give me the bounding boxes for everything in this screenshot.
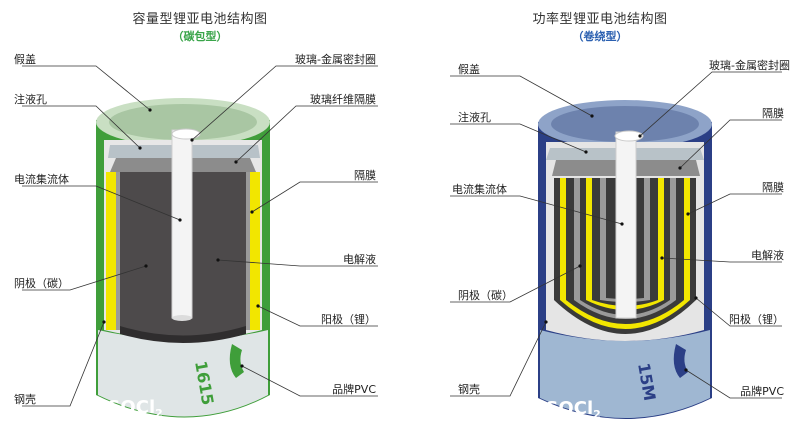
right-label-separator-top: 隔膜: [762, 107, 784, 120]
left-logo-icon: [229, 344, 244, 378]
right-label-steel-shell: 钢壳: [458, 383, 480, 396]
right-chem-text: -SOCl2: [538, 398, 601, 421]
right-label-fill-hole: 注液孔: [458, 111, 491, 124]
left-label-fake-cap: 假盖: [14, 53, 36, 66]
left-label-anode: 阳极（锂）: [321, 313, 376, 326]
left-pvc-band: [98, 330, 268, 417]
right-label-current-collector: 电流集流体: [452, 183, 507, 196]
right-glass-seal: [614, 130, 644, 142]
left-label-glass-seal: 玻璃-金属密封圈: [295, 53, 376, 66]
right-title: 功率型锂亚电池结构图: [532, 12, 668, 27]
right-label-anode: 阳极（锂）: [729, 313, 784, 326]
left-label-cathode: 阴极（碳）: [14, 277, 69, 290]
left-label-current-collector: 电流集流体: [14, 173, 69, 186]
left-label-pvc: 品牌PVC: [332, 383, 376, 396]
right-label-fake-cap: 假盖: [458, 63, 480, 76]
bobbin-battery-diagram: 1615 -SOCl2: [22, 65, 378, 420]
left-label-steel-shell: 钢壳: [14, 393, 36, 406]
right-label-glass-seal: 玻璃-金属密封圈: [709, 59, 790, 72]
right-label-separator: 隔膜: [762, 181, 784, 194]
left-glass-seal: [171, 128, 201, 140]
left-label-glass-fiber-separator: 玻璃纤维隔膜: [310, 93, 376, 106]
left-label-fill-hole: 注液孔: [14, 93, 47, 106]
left-leader-lines: [22, 65, 378, 407]
left-chem-text: -SOCl2: [100, 397, 163, 420]
right-current-collector: [615, 131, 637, 319]
right-label-pvc: 品牌PVC: [740, 385, 784, 398]
left-anode-strip-r: [250, 172, 260, 330]
spiral-battery-diagram: 15M -SOCl2: [450, 71, 782, 421]
left-subtitle: （碳包型）: [172, 30, 228, 43]
right-logo-icon: [673, 344, 688, 378]
power-type-panel: 功率型锂亚电池结构图 （卷绕型） 15M -SOCl2: [400, 0, 800, 441]
left-label-electrolyte: 电解液: [343, 253, 376, 266]
left-label-separator: 隔膜: [354, 169, 376, 182]
left-current-collector: [171, 129, 193, 319]
right-label-electrolyte: 电解液: [751, 249, 784, 262]
left-anode-strip-l: [106, 172, 116, 330]
capacity-type-panel: 容量型锂亚电池结构图 （碳包型） 1615 -SOCl2: [14, 12, 378, 420]
right-label-cathode: 阴极（碳）: [458, 289, 513, 302]
right-pvc-band: [540, 330, 710, 418]
right-subtitle: （卷绕型）: [572, 30, 628, 43]
right-leader-lines: [450, 71, 782, 399]
left-title: 容量型锂亚电池结构图: [132, 12, 268, 27]
